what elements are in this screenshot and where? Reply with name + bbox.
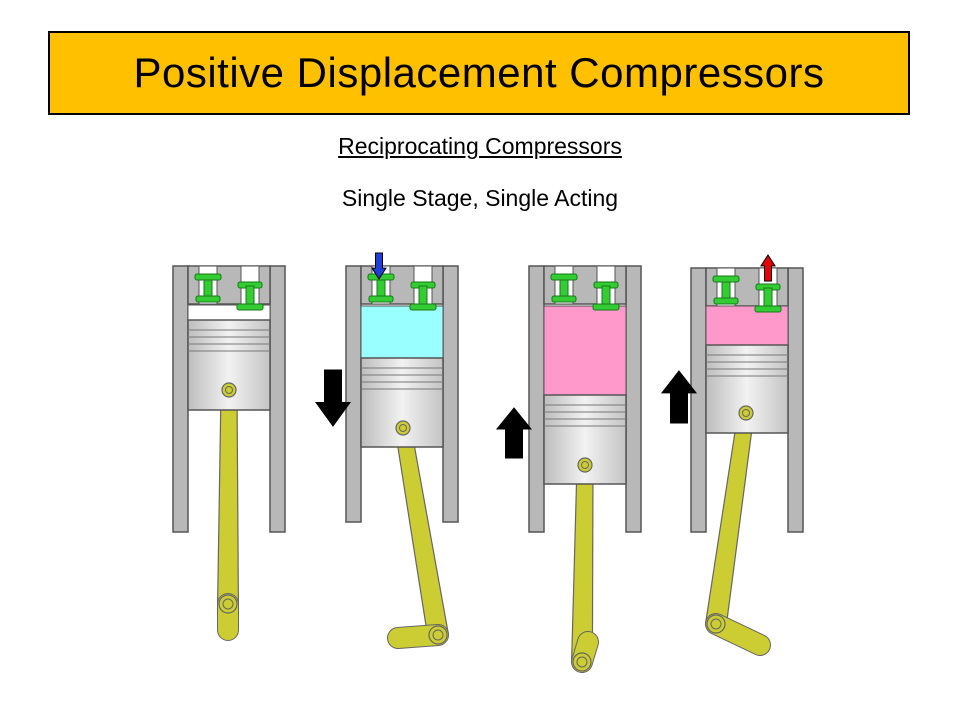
wrist-pin	[395, 420, 411, 436]
valve-head	[712, 275, 740, 283]
cylinder-wall-left	[172, 265, 189, 533]
up-motion-arrow-icon	[660, 370, 698, 424]
connecting-rod	[394, 425, 449, 638]
valve-stem	[721, 279, 731, 301]
up-motion-arrow-icon	[495, 407, 533, 459]
valve-head	[409, 303, 437, 311]
cylinder-wall-right	[625, 265, 642, 533]
wrist-pin-inner	[399, 424, 407, 432]
compressor-stage-3	[528, 265, 642, 673]
valve-stem	[763, 287, 773, 309]
valve-stem	[418, 285, 428, 307]
compressor-stage-1	[172, 265, 286, 641]
down-intake-arrow-icon	[371, 252, 387, 280]
cylinder-wall-right	[442, 265, 459, 523]
valve-seat	[713, 297, 739, 305]
up-discharge-arrow-icon	[760, 254, 776, 282]
valve-seat	[195, 295, 221, 303]
crank-pin-inner	[222, 598, 234, 610]
valve-icon	[712, 275, 740, 305]
down-motion-arrow-icon	[315, 369, 351, 427]
cylinder-wall-left	[690, 267, 707, 533]
crank-pin	[706, 614, 726, 634]
crank-pin	[428, 625, 448, 645]
valve-icon	[194, 273, 222, 303]
compressor-stage-2	[345, 252, 459, 649]
valve-icon	[367, 273, 395, 303]
valve-stem	[203, 277, 213, 299]
valve-head	[754, 305, 782, 313]
crank-pin	[218, 594, 238, 614]
cylinder-wall-left	[345, 265, 362, 523]
compressed-gas-chamber	[543, 305, 627, 396]
valve-head	[592, 303, 620, 311]
valve-stem	[245, 285, 255, 307]
valve-icon	[592, 281, 620, 311]
valve-head	[194, 273, 222, 281]
connecting-rod	[216, 389, 240, 605]
crank-pin-inner	[576, 656, 588, 668]
crank-pin-inner	[432, 629, 444, 641]
wrist-pin-inner	[225, 386, 233, 394]
page-title: Positive Displacement Compressors	[133, 49, 825, 96]
valve-stem	[601, 285, 611, 307]
wrist-pin	[577, 457, 593, 473]
valve-seat	[551, 295, 577, 303]
cylinder-wall-left	[528, 265, 545, 533]
crank-pin-inner	[710, 618, 722, 630]
cylinder-wall-right	[269, 265, 286, 533]
valve-seat	[368, 295, 394, 303]
valve-icon	[754, 283, 782, 313]
valve-icon	[550, 273, 578, 303]
subtitle: Reciprocating Compressors	[338, 133, 622, 159]
valve-stem	[559, 277, 569, 299]
valve-icon	[409, 281, 437, 311]
valve-icon	[236, 281, 264, 311]
compressor-stage-4	[690, 254, 804, 656]
intake-gas-chamber	[360, 305, 444, 359]
valve-head	[236, 303, 264, 311]
valve-stem	[376, 277, 386, 299]
crank-pin	[572, 652, 592, 672]
valve-head	[550, 273, 578, 281]
wrist-pin	[738, 405, 754, 421]
title-banner: Positive Displacement Compressors	[48, 31, 910, 115]
caption: Single Stage, Single Acting	[341, 185, 619, 211]
wrist-pin-inner	[742, 409, 750, 417]
connecting-rod	[705, 411, 755, 627]
wrist-pin-inner	[581, 461, 589, 469]
wrist-pin	[221, 382, 237, 398]
cylinder-wall-right	[787, 267, 804, 533]
